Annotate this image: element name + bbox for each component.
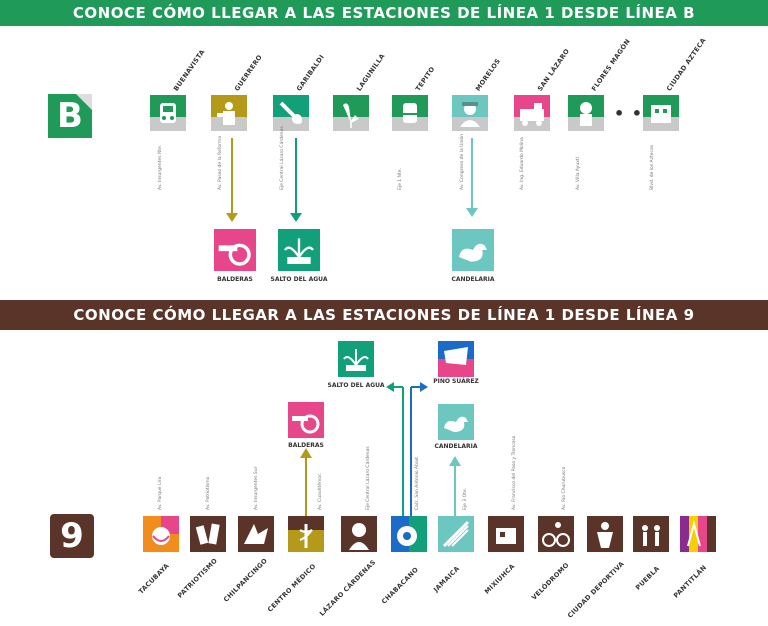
line-b-section-title: CONOCE CÓMO LLEGAR A LAS ESTACIONES DE L… [0,0,768,26]
station-ciudad-deportiva-icon[interactable] [587,516,623,552]
station-name: CHILPANCINGO [222,556,270,604]
station-name: TACUBAYA [137,561,171,596]
station-name: CENTRO MÉDICO [266,562,318,614]
station-chabacano-icon[interactable] [391,516,427,552]
station-name: CIUDAD DEPORTIVA [566,559,626,620]
station-name: CHABACANO [380,565,421,606]
station-name: PUEBLA [634,564,662,592]
destination-name: SALTO DEL AGUA [270,276,328,283]
street-label: Av. Patriotismo [206,476,211,510]
destination-salto-del-agua-icon[interactable] [338,341,374,377]
destination-name: SALTO DEL AGUA [327,382,385,389]
station-name: PATRIOTISMO [176,556,220,600]
line-b-badge-label: B [57,96,83,136]
street-label: Eje 3 Ote. [463,487,468,510]
destination-balderas-icon[interactable] [214,229,256,271]
destination-pino-suarez-icon[interactable] [438,341,474,377]
station-name: VELÓDROMO [530,560,571,602]
street-label: Av. Francisco del Paso y Troncoso [512,435,517,510]
station-tacubaya-icon[interactable] [143,516,179,552]
station-patriotismo-icon[interactable] [190,516,226,552]
station-ciudad-azteca-icon[interactable] [643,95,679,131]
station-name: MIXIUHCA [483,562,517,596]
station-mixiuhca-icon[interactable] [488,516,524,552]
street-label: Av. Río Churubusco [562,466,567,510]
station-guerrero-icon[interactable] [211,95,247,131]
station-jamaica-icon[interactable] [438,516,474,552]
station-tepito-icon[interactable] [392,95,428,131]
station-velodromo-icon[interactable] [538,516,574,552]
line-9-badge: 9 [50,514,94,558]
line-9-connection-arrows [300,382,461,516]
station-garibaldi-icon[interactable] [273,95,309,131]
street-label: Av. Parque Lira [158,476,163,510]
destination-balderas-icon[interactable] [288,402,324,438]
destination-candelaria-icon[interactable] [452,229,494,271]
station-san-lazaro-icon[interactable] [514,95,550,131]
station-flores-magon-icon[interactable] [568,95,604,131]
line-b-badge: B [48,94,92,138]
station-chilpancingo-icon[interactable] [238,516,274,552]
station-lazaro-cardenas-icon[interactable] [341,516,377,552]
destination-salto-del-agua-icon[interactable] [278,229,320,271]
station-pantitlan-icon[interactable] [680,516,716,552]
station-buenavista-icon[interactable] [150,95,186,131]
street-label: Av. Insurgentes Sur [254,466,259,510]
station-name: PANTITLÁN [672,563,709,600]
station-morelos-icon[interactable] [452,95,488,131]
street-label: Av. Cuauhtémoc [318,473,323,510]
street-label: Eje Central Lázaro Cárdenas [366,446,371,510]
station-name: LÁZARO CÁRDENAS [318,558,378,618]
destination-name: BALDERAS [288,442,324,449]
station-puebla-icon[interactable] [633,516,669,552]
line-b-connection-arrows [226,138,478,222]
station-name: JAMAICA [432,564,462,594]
station-centro-medico-icon[interactable] [288,516,324,552]
line-9-section-title: CONOCE CÓMO LLEGAR A LAS ESTACIONES DE L… [0,300,768,330]
destination-candelaria-icon[interactable] [438,404,474,440]
street-label: Calz. San Antonio Abad [415,457,420,510]
destination-name: PINO SUÁREZ [433,378,479,385]
destination-name: CANDELARIA [434,443,478,450]
destination-name: BALDERAS [217,276,253,283]
destination-name: CANDELARIA [451,276,495,283]
station-lagunilla-icon[interactable] [333,95,369,131]
